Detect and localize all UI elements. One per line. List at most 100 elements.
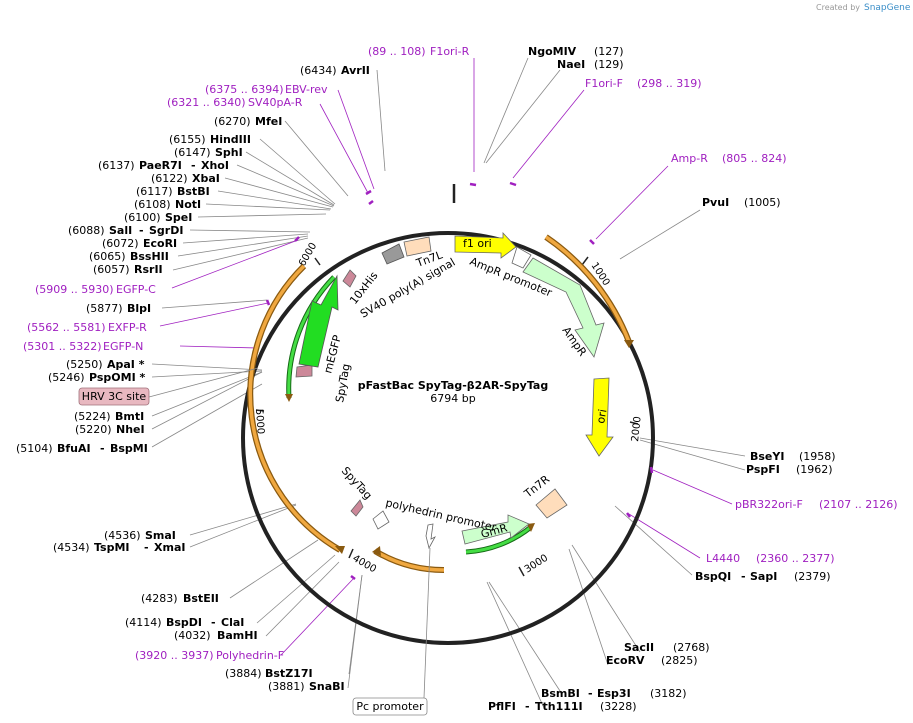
- spytag-2-feature[interactable]: [350, 499, 364, 517]
- polyhedrin-promoter-feature[interactable]: [372, 510, 390, 530]
- site-pspfi[interactable]: PspFI: [746, 463, 780, 476]
- plasmid-length: 6794 bp: [430, 392, 475, 405]
- site-xbai[interactable]: XbaI: [192, 172, 220, 185]
- site-bsteii[interactable]: BstEII: [183, 592, 219, 605]
- site-rsrii[interactable]: RsrII: [134, 263, 163, 276]
- site-noti[interactable]: NotI: [175, 198, 201, 211]
- site-ecori-pos: (6072): [102, 237, 139, 250]
- site-sali-pos: (6088): [68, 224, 105, 237]
- hrv-3c-site-box[interactable]: [78, 387, 150, 406]
- site-bstbi[interactable]: BstBI: [177, 185, 210, 198]
- site-mfei[interactable]: MfeI: [255, 115, 282, 128]
- site-naei-pos: (129): [594, 58, 624, 71]
- site-mfei-pos: (6270): [214, 115, 251, 128]
- site-tth111i[interactable]: Tth111I: [535, 700, 583, 713]
- site-paer7i[interactable]: PaeR7I: [139, 159, 182, 172]
- primer-leader-lines: [159, 58, 733, 656]
- tn7l-feature[interactable]: [403, 236, 432, 257]
- site-smai-pos: (4536): [104, 529, 141, 542]
- primer-polyhedrin-f-range: (3920 .. 3937): [135, 649, 214, 662]
- site-hindiii[interactable]: HindIII: [210, 133, 251, 146]
- primer-l4440[interactable]: L4440: [706, 552, 740, 565]
- megfp-feature[interactable]: [298, 274, 339, 368]
- spytag-1-label: SpyTag: [333, 363, 353, 404]
- site-pspomi[interactable]: PspOMI *: [89, 371, 146, 384]
- site-snabi-pos: (3881): [268, 680, 305, 693]
- primer-exfp-r[interactable]: EXFP-R: [108, 321, 147, 334]
- site-clai[interactable]: ClaI: [221, 616, 244, 629]
- his-tag-feature[interactable]: [342, 269, 357, 288]
- site-bspmi[interactable]: BspMI: [110, 442, 148, 455]
- site-ecorv[interactable]: EcoRV: [606, 654, 645, 667]
- primer-polyhedrin-f[interactable]: Polyhedrin-F: [216, 649, 284, 662]
- spytag-1-feature[interactable]: [295, 364, 313, 378]
- site-pvui[interactable]: PvuI: [702, 196, 729, 209]
- site-bspqi[interactable]: BspQI: [695, 570, 731, 583]
- primer-egfp-c[interactable]: EGFP-C: [116, 283, 156, 296]
- primer-amp-r[interactable]: Amp-R: [671, 152, 708, 165]
- site-bfuai[interactable]: BfuAI: [57, 442, 91, 455]
- orf-arrowheads: [285, 340, 634, 556]
- primer-sv40pa-r[interactable]: SV40pA-R: [248, 96, 303, 109]
- site-bseyi[interactable]: BseYI: [750, 450, 784, 463]
- site-bseyi-pos: (1958): [799, 450, 836, 463]
- site-sapi[interactable]: SapI: [750, 570, 777, 583]
- site-apai[interactable]: ApaI *: [107, 358, 145, 371]
- primer-pbr322ori-f[interactable]: pBR322ori-F: [735, 498, 803, 511]
- site-tspmi[interactable]: TspMI: [94, 541, 130, 554]
- pc-promoter-box[interactable]: [352, 697, 428, 716]
- site-ngomiv[interactable]: NgoMIV: [528, 45, 577, 58]
- gmr-feature[interactable]: [461, 514, 530, 545]
- site-bspdi[interactable]: BspDI: [166, 616, 202, 629]
- tick-marks: [255, 256, 639, 577]
- site-xmai[interactable]: XmaI: [154, 541, 185, 554]
- site-sphi[interactable]: SphI: [215, 146, 243, 159]
- sv40-feature[interactable]: [381, 243, 405, 265]
- site-bspqi-pos: (2379): [794, 570, 831, 583]
- site-bspmi-dash: -: [100, 442, 105, 455]
- site-avrii[interactable]: AvrII: [341, 64, 370, 77]
- site-blpi[interactable]: BlpI: [127, 302, 151, 315]
- site-bsmbi-pos: (3182): [650, 687, 687, 700]
- site-naei[interactable]: NaeI: [557, 58, 585, 71]
- ampr-feature[interactable]: [522, 257, 605, 358]
- site-bamhi[interactable]: BamHI: [217, 629, 258, 642]
- site-xbai-pos: (6122): [151, 172, 188, 185]
- site-bsshii-pos: (6065): [89, 250, 126, 263]
- ampr-promoter-feature[interactable]: [511, 246, 532, 269]
- site-bspdi-pos: (4114): [125, 616, 162, 629]
- site-avrii-pos: (6434): [300, 64, 337, 77]
- primer-f1ori-f-range: (298 .. 319): [637, 77, 702, 90]
- primer-f1ori-f[interactable]: F1ori-F: [585, 77, 623, 90]
- primer-f1ori-r-range: (89 .. 108): [368, 45, 426, 58]
- site-smai[interactable]: SmaI: [145, 529, 176, 542]
- site-spei[interactable]: SpeI: [165, 211, 192, 224]
- primer-ebv-rev[interactable]: EBV-rev: [285, 83, 328, 96]
- site-hindiii-pos: (6155): [169, 133, 206, 146]
- site-tth111i-dash: -: [525, 700, 530, 713]
- site-esp3i[interactable]: Esp3I: [597, 687, 631, 700]
- site-pflfi[interactable]: PflFI: [488, 700, 516, 713]
- tick-4000: 4000: [351, 553, 379, 575]
- site-snabi[interactable]: SnaBI: [309, 680, 345, 693]
- site-xhoi[interactable]: XhoI: [201, 159, 229, 172]
- site-sgrdi[interactable]: SgrDI: [149, 224, 183, 237]
- primer-egfp-n[interactable]: EGFP-N: [103, 340, 143, 353]
- site-bsshii[interactable]: BssHII: [130, 250, 169, 263]
- site-bstbi-pos: (6117): [136, 185, 173, 198]
- tn7r-feature[interactable]: [535, 488, 568, 519]
- f1-ori-feature[interactable]: [454, 231, 517, 259]
- site-bmti[interactable]: BmtI: [115, 410, 144, 423]
- site-bstz17i-pos: (3884): [225, 667, 262, 680]
- site-bstz17i[interactable]: BstZ17I: [265, 667, 313, 680]
- primer-sv40pa-r-range: (6321 .. 6340): [167, 96, 246, 109]
- site-sacii[interactable]: SacII: [624, 641, 654, 654]
- site-bsmbi[interactable]: BsmBI: [541, 687, 580, 700]
- ori-feature[interactable]: [585, 377, 614, 457]
- site-sali[interactable]: SalI: [109, 224, 132, 237]
- primer-f1ori-r[interactable]: F1ori-R: [430, 45, 470, 58]
- site-nhei-pos: (5220): [75, 423, 112, 436]
- site-ecori[interactable]: EcoRI: [143, 237, 177, 250]
- site-nhei[interactable]: NheI: [116, 423, 145, 436]
